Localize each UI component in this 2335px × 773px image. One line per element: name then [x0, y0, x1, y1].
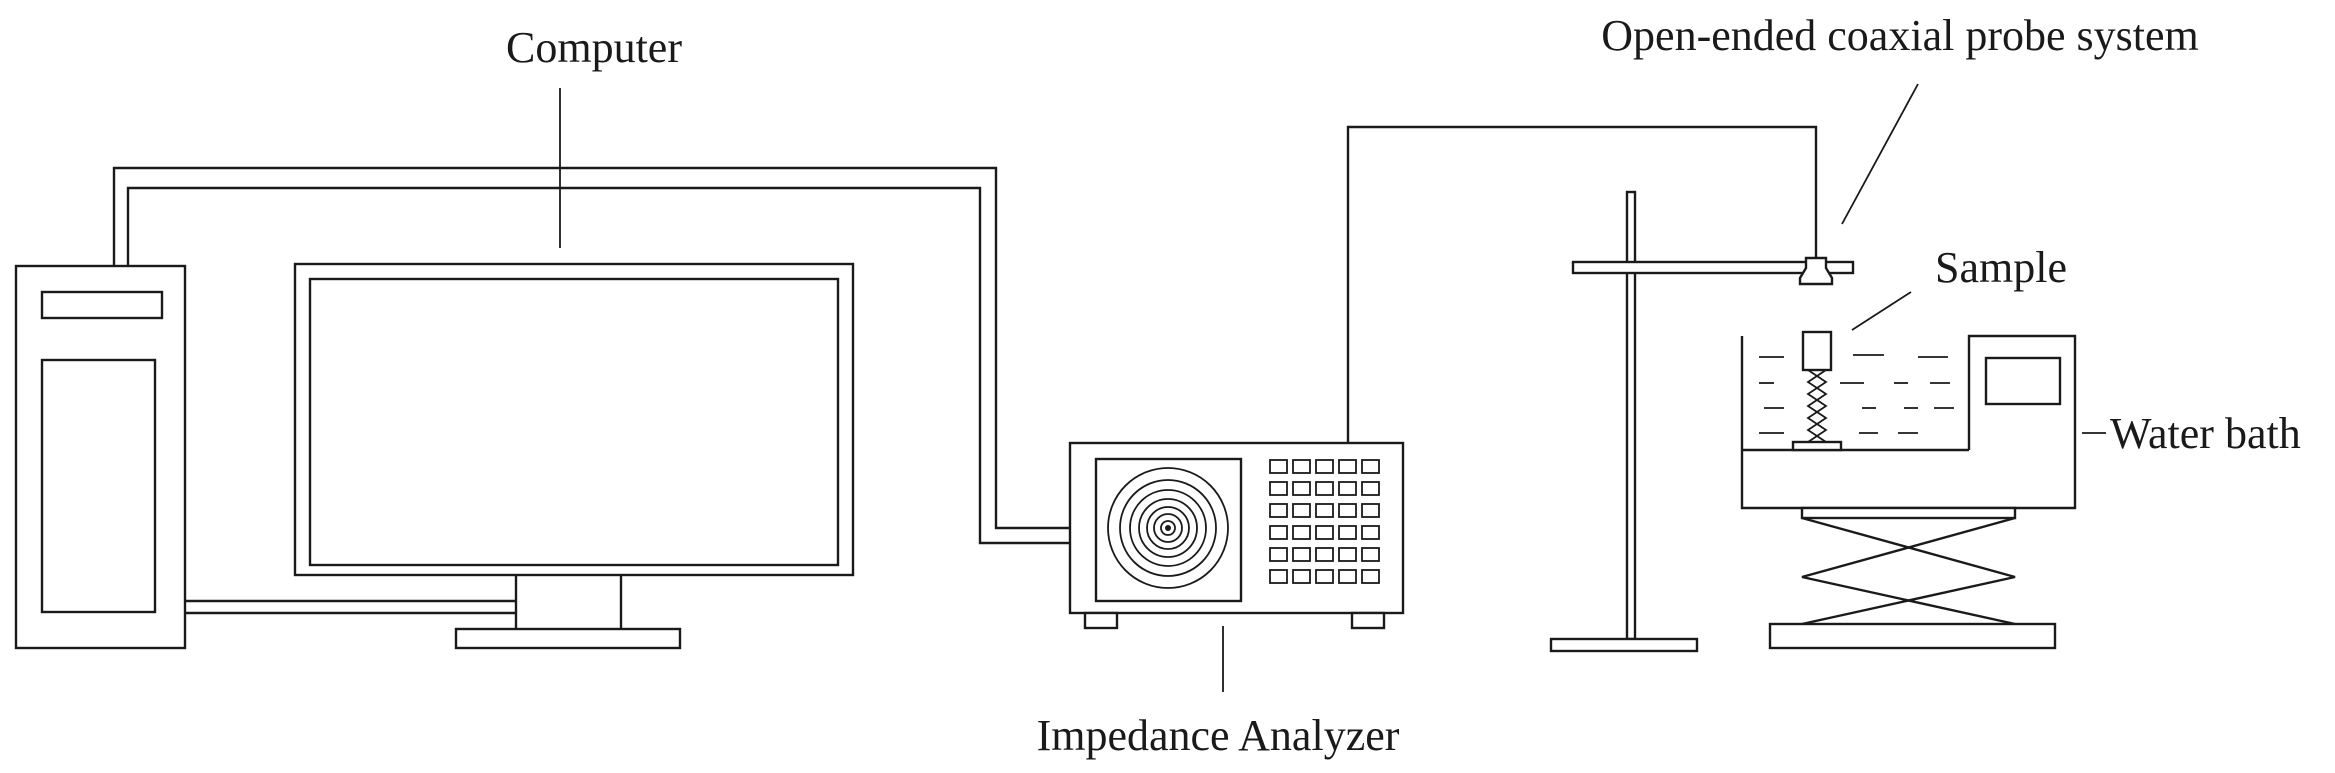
sample-label: Sample — [1935, 243, 2067, 292]
keypad-button — [1361, 525, 1380, 540]
coaxial-probe — [1798, 252, 1834, 286]
keypad-button — [1361, 481, 1380, 496]
scissor-lift — [1768, 506, 2057, 650]
retort-stand — [1549, 190, 1855, 653]
keypad-button — [1269, 459, 1288, 474]
keypad-button — [1269, 525, 1288, 540]
probe-cable — [1346, 125, 1818, 443]
monitor — [293, 262, 855, 650]
analyzer-label: Impedance Analyzer — [1037, 711, 1400, 760]
keypad-button — [1292, 459, 1311, 474]
keypad-button — [1315, 503, 1334, 518]
keypad-button — [1315, 569, 1334, 584]
analyzer-keypad — [1269, 459, 1380, 584]
keypad-button — [1315, 525, 1334, 540]
probe-label: Open-ended coaxial probe system — [1601, 11, 2198, 60]
keypad-button — [1315, 481, 1334, 496]
keypad-button — [1269, 481, 1288, 496]
keypad-button — [1292, 569, 1311, 584]
keypad-button — [1361, 569, 1380, 584]
keypad-button — [1338, 481, 1357, 496]
keypad-button — [1292, 481, 1311, 496]
keypad-button — [1338, 569, 1357, 584]
water-surface — [1759, 354, 1954, 434]
keypad-button — [1292, 525, 1311, 540]
keypad-button — [1361, 459, 1380, 474]
keypad-button — [1269, 547, 1288, 562]
keypad-button — [1338, 525, 1357, 540]
keypad-button — [1292, 503, 1311, 518]
computer-label: Computer — [506, 23, 682, 72]
tower-analyzer-cable — [112, 166, 1070, 545]
keypad-button — [1315, 459, 1334, 474]
probe-leader-line — [1841, 83, 1919, 225]
keypad-button — [1338, 459, 1357, 474]
water-bath: Sample Water bath — [1740, 243, 2301, 510]
keypad-button — [1338, 503, 1357, 518]
impedance-analyzer: Impedance Analyzer — [1037, 441, 1405, 760]
sample-holder — [1791, 330, 1843, 452]
keypad-button — [1315, 547, 1334, 562]
analyzer-dial — [1107, 467, 1229, 589]
tower-monitor-cable — [185, 599, 516, 615]
keypad-button — [1292, 547, 1311, 562]
computer-group: Computer — [14, 23, 855, 650]
keypad-button — [1361, 503, 1380, 518]
keypad-button — [1361, 547, 1380, 562]
keypad-button — [1269, 569, 1288, 584]
keypad-button — [1269, 503, 1288, 518]
pc-tower — [14, 264, 187, 650]
water-bath-label: Water bath — [2110, 409, 2301, 458]
keypad-button — [1338, 547, 1357, 562]
sample-leader-line — [1851, 291, 1912, 331]
